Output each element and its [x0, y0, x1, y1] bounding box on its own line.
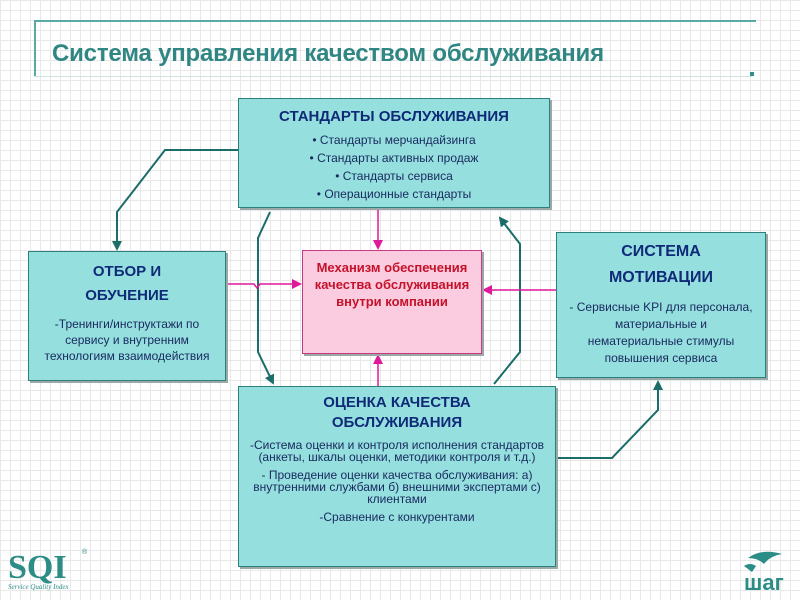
evaluation-heading-line2: ОБСЛУЖИВАНИЯ: [331, 414, 463, 431]
evaluation-box: ОЦЕНКА КАЧЕСТВА ОБСЛУЖИВАНИЯ -Система оц…: [238, 386, 556, 567]
standards-item: • Операционные стандарты: [316, 187, 472, 201]
evaluation-item-assessment: - Проведение оценки качества обслуживани…: [253, 468, 541, 506]
sqi-logo-text: SQI: [8, 549, 67, 586]
arrow-selection-to-mechanism: [226, 279, 302, 290]
motivation-heading-line1: СИСТЕМА: [621, 243, 701, 260]
motivation-box: СИСТЕМА МОТИВАЦИИ - Сервисные KPI для пе…: [556, 232, 766, 378]
selection-heading-line2: ОБУЧЕНИЕ: [85, 287, 169, 304]
standards-item: • Стандарты активных продаж: [309, 151, 479, 165]
shag-logo-text: шаг: [744, 570, 784, 595]
arrow-evaluation-to-motivation: [558, 380, 663, 459]
title-dot: [750, 72, 754, 76]
mechanism-box: Механизм обеспечения качества обслуживан…: [302, 250, 482, 354]
evaluation-heading-line1: ОЦЕНКА КАЧЕСТВА: [323, 394, 471, 411]
title-frame-left: [34, 20, 36, 76]
sqi-logo: SQI ® Service Quality Index: [8, 548, 88, 591]
standards-box: СТАНДАРТЫ ОБСЛУЖИВАНИЯ • Стандарты мерча…: [238, 98, 550, 208]
arrow-standards-to-selection: [112, 149, 238, 251]
title-frame-top: [34, 20, 756, 22]
standards-item: • Стандарты мерчандайзинга: [312, 133, 476, 147]
motivation-body: - Сервисные KPI для персонала, материаль…: [569, 300, 753, 365]
shag-logo: шаг: [744, 551, 784, 595]
sqi-logo-mark: ®: [82, 548, 88, 556]
motivation-heading-line2: МОТИВАЦИИ: [608, 269, 714, 286]
title-underline: [34, 76, 752, 77]
standards-heading: СТАНДАРТЫ ОБСЛУЖИВАНИЯ: [279, 108, 509, 125]
arrow-selection-to-evaluation: [257, 211, 275, 385]
evaluation-item-competitors: -Сравнение с конкурентами: [319, 510, 475, 524]
evaluation-item-standards-control: -Система оценки и контроля исполнения ст…: [249, 438, 545, 464]
selection-training-box: ОТБОР И ОБУЧЕНИЕ -Тренинги/инструктажи п…: [28, 251, 226, 381]
selection-body: -Тренинги/инструктажи по сервису и внутр…: [44, 317, 210, 363]
sqi-logo-subtitle: Service Quality Index: [8, 583, 70, 591]
slide-title: Система управления качеством обслуживани…: [52, 40, 604, 67]
selection-heading-line1: ОТБОР И: [92, 263, 162, 280]
arrow-motivation-to-standards: [493, 216, 521, 385]
standards-item: • Стандарты сервиса: [335, 169, 453, 183]
